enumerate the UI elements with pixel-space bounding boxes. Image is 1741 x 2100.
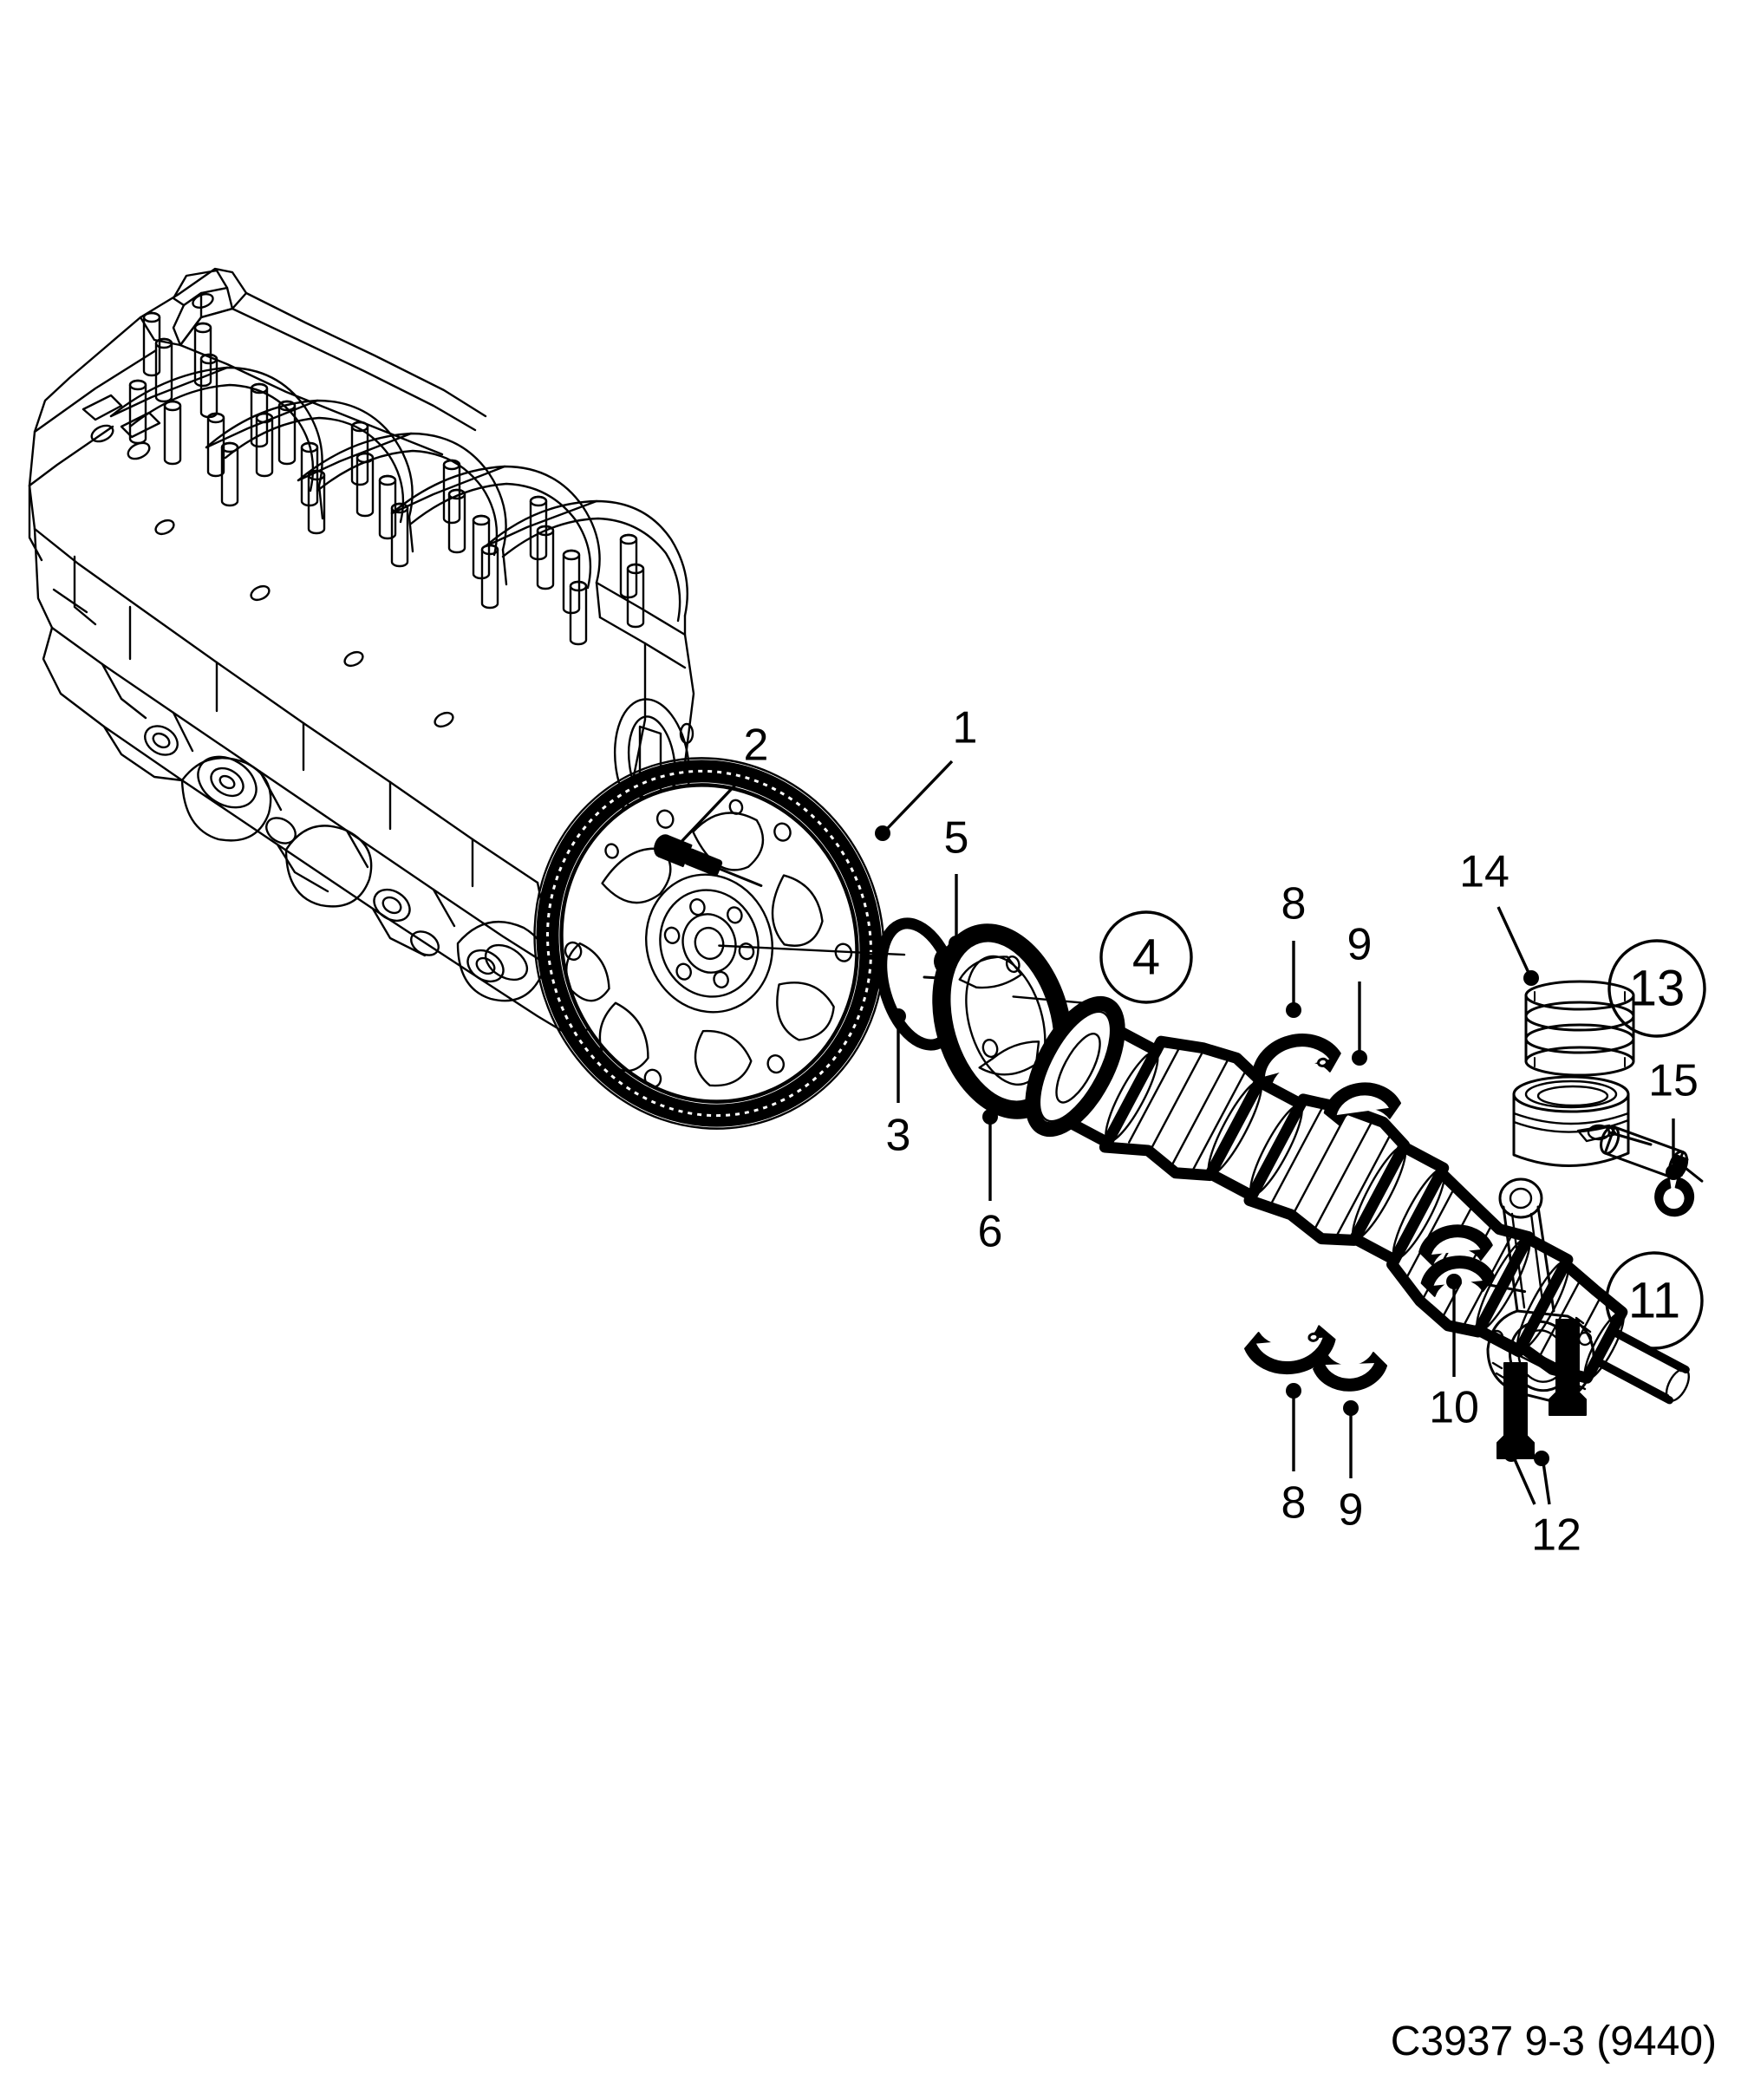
- thrust-bearing-shell-lower-1: [1313, 1352, 1388, 1392]
- callout-9-bottom[interactable]: 9: [1339, 1400, 1364, 1536]
- diagram-footer-code: C3937 9-3 (9440): [1391, 2018, 1717, 2064]
- callout-6-label: 6: [978, 1207, 1003, 1257]
- callout-3-label: 3: [886, 1111, 911, 1161]
- callout-5-label: 5: [944, 813, 969, 864]
- callout-15-label: 15: [1648, 1056, 1699, 1106]
- callout-9-top-label: 9: [1347, 920, 1373, 970]
- piston-drawing: [1512, 1075, 1653, 1167]
- callout-1-label: 1: [953, 703, 978, 753]
- callout-9-top[interactable]: 9: [1347, 920, 1373, 1066]
- callout-2-label: 2: [744, 721, 769, 771]
- callout-14-label: 14: [1459, 847, 1510, 897]
- callout-11-label: 11: [1628, 1273, 1680, 1329]
- big-end-bearing-shells: [1418, 1224, 1527, 1297]
- callout-4[interactable]: 4: [1099, 910, 1193, 1004]
- engine-block-drawing: [28, 267, 695, 1039]
- callout-12[interactable]: 12: [1503, 1446, 1581, 1561]
- connecting-rod-bolt-2: [1549, 1319, 1587, 1416]
- main-bearing-shell-upper-1: [1251, 1034, 1341, 1087]
- flywheel-bolt-drawing: [654, 834, 763, 887]
- callout-8-top[interactable]: 8: [1281, 879, 1307, 1018]
- callout-8-bottom-label: 8: [1281, 1478, 1307, 1529]
- flywheel-drawing: [533, 757, 906, 1130]
- callout-14[interactable]: 14: [1459, 847, 1539, 986]
- callout-5[interactable]: 5: [944, 813, 969, 951]
- callout-13[interactable]: 13: [1607, 939, 1706, 1038]
- thrust-bearing-shell-upper-1: [1323, 1082, 1402, 1126]
- callout-4-label: 4: [1132, 929, 1160, 986]
- callout-11[interactable]: 11: [1605, 1251, 1704, 1350]
- gudgeon-pin-circlip-drawing: [1654, 1177, 1695, 1217]
- callout-12-label: 12: [1531, 1510, 1581, 1561]
- callout-3[interactable]: 3: [886, 1008, 911, 1161]
- callout-8-bottom[interactable]: 8: [1281, 1383, 1307, 1529]
- callout-10-label: 10: [1429, 1383, 1479, 1433]
- crankshaft-drawing: [1025, 995, 1691, 1405]
- callout-8-top-label: 8: [1281, 879, 1307, 929]
- callout-13-label: 13: [1629, 961, 1686, 1017]
- callout-layer: 1 2 3 4 5: [664, 703, 1706, 1561]
- main-bearing-studs: [128, 311, 645, 646]
- callout-1[interactable]: 1: [875, 703, 977, 841]
- callout-10[interactable]: 10: [1429, 1274, 1479, 1433]
- callout-6[interactable]: 6: [978, 1109, 1003, 1257]
- callout-2[interactable]: 2: [664, 721, 768, 859]
- callout-15[interactable]: 15: [1648, 1056, 1699, 1180]
- piston-ring-set-drawing: [1524, 980, 1635, 1077]
- main-bearing-shell-lower-1: [1244, 1325, 1336, 1375]
- callout-9-bottom-label: 9: [1339, 1485, 1364, 1536]
